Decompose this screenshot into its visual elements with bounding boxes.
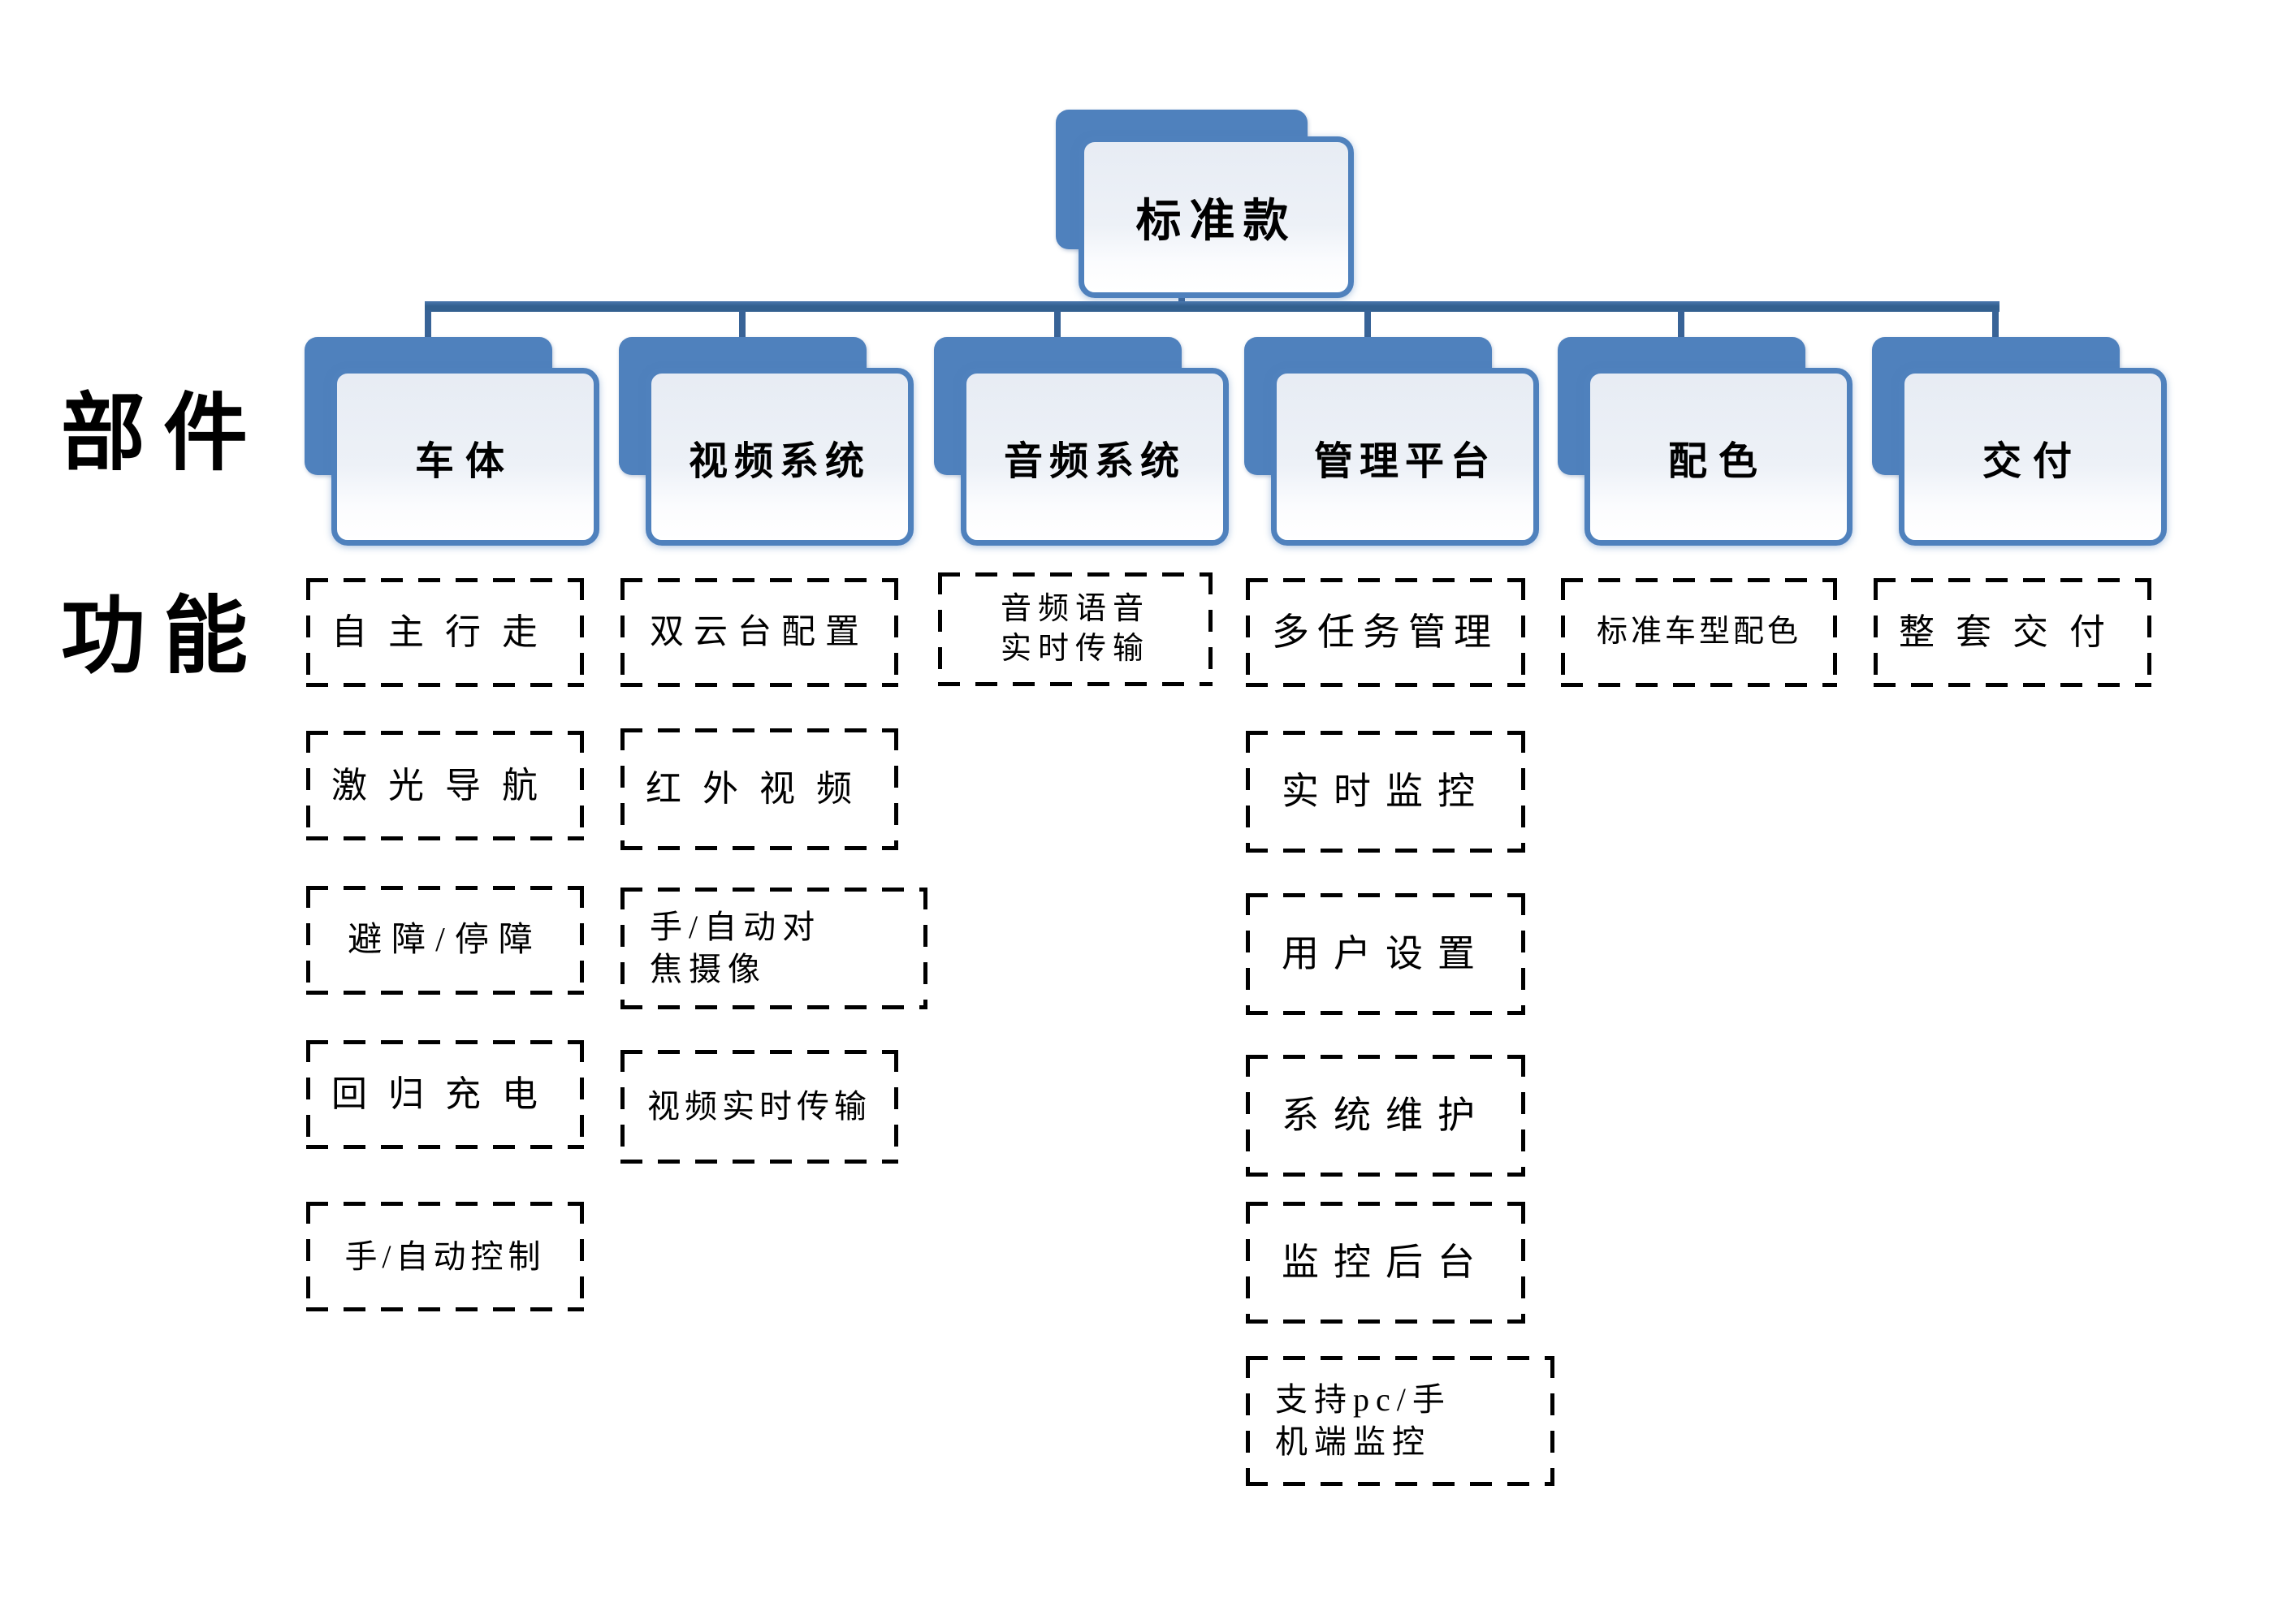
function-label: 多任务管理 xyxy=(1272,611,1499,654)
node-body-box: 车体 xyxy=(331,368,599,546)
function-box-system-maintenance: 系统维护 xyxy=(1246,1055,1525,1177)
function-label: 双云台配置 xyxy=(649,613,869,651)
function-box-pc-mobile-monitoring: 支持pc/手 机端监控 xyxy=(1246,1356,1554,1486)
function-label: 整套交付 xyxy=(1899,612,2126,653)
node-platform-label: 管理平台 xyxy=(1313,439,1496,483)
node-color-box: 配色 xyxy=(1584,368,1852,546)
node-body-label: 车体 xyxy=(414,439,516,483)
node-delivery-label: 交付 xyxy=(1982,439,2083,483)
connector-horizontal-bar xyxy=(425,301,1999,312)
connector-stub-delivery xyxy=(1992,310,1999,352)
node-video-system: 视频系统 xyxy=(619,337,914,546)
node-root: 标准款 xyxy=(1056,110,1397,298)
function-box-realtime-monitoring: 实时监控 xyxy=(1246,731,1525,853)
function-box-infrared-video: 红外视频 xyxy=(620,728,898,850)
function-label: 标准车型配色 xyxy=(1596,615,1801,650)
node-platform-box: 管理平台 xyxy=(1271,368,1539,546)
function-box-obstacle-avoidance: 避障/停障 xyxy=(306,886,584,995)
connector-stub-color xyxy=(1678,310,1684,352)
node-video-box: 视频系统 xyxy=(646,368,914,546)
node-body: 车体 xyxy=(305,337,599,546)
function-label: 支持pc/手 机端监控 xyxy=(1275,1381,1451,1460)
node-delivery-box: 交付 xyxy=(1899,368,2167,546)
function-label: 音频语音 实时传输 xyxy=(1000,591,1150,666)
node-root-label: 标准款 xyxy=(1135,197,1297,247)
node-audio-system: 音频系统 xyxy=(934,337,1229,546)
function-box-autonomous-walking: 自主行走 xyxy=(306,578,584,687)
function-label: 自主行走 xyxy=(331,612,559,653)
function-label: 监控后台 xyxy=(1282,1242,1489,1284)
node-management-platform: 管理平台 xyxy=(1244,337,1539,546)
function-box-full-set-delivery: 整套交付 xyxy=(1874,578,2151,687)
function-box-dual-gimbal: 双云台配置 xyxy=(620,578,898,687)
function-box-monitoring-backend: 监控后台 xyxy=(1246,1202,1525,1324)
function-box-multitask-management: 多任务管理 xyxy=(1246,578,1525,687)
node-audio-label: 音频系统 xyxy=(1003,439,1186,483)
connector-stub-video xyxy=(739,310,746,352)
function-label: 手/自动控制 xyxy=(344,1237,546,1275)
function-box-laser-navigation: 激光导航 xyxy=(306,731,584,840)
connector-stub-audio xyxy=(1054,310,1061,352)
function-box-user-settings: 用户设置 xyxy=(1246,893,1525,1015)
function-label: 红外视频 xyxy=(646,769,873,810)
node-video-label: 视频系统 xyxy=(688,439,871,483)
function-label: 实时监控 xyxy=(1282,771,1489,813)
node-delivery: 交付 xyxy=(1872,337,2167,546)
node-color-scheme: 配色 xyxy=(1558,337,1852,546)
function-box-video-realtime-transfer: 视频实时传输 xyxy=(620,1050,898,1164)
function-label: 手/自动对 焦摄像 xyxy=(650,909,822,987)
function-box-audio-voice-transfer: 音频语音 实时传输 xyxy=(938,572,1213,686)
function-label: 激光导航 xyxy=(331,765,559,806)
node-audio-box: 音频系统 xyxy=(961,368,1229,546)
function-box-focus-camera: 手/自动对 焦摄像 xyxy=(620,888,927,1009)
function-label: 系统维护 xyxy=(1282,1095,1489,1137)
function-label: 视频实时传输 xyxy=(647,1088,871,1125)
row-label-components: 部件 xyxy=(61,387,266,481)
row-label-functions: 功能 xyxy=(61,590,266,684)
function-label: 用户设置 xyxy=(1282,933,1489,975)
function-box-return-charging: 回归充电 xyxy=(306,1040,584,1149)
node-root-box: 标准款 xyxy=(1079,136,1354,298)
node-color-label: 配色 xyxy=(1667,439,1769,483)
function-box-standard-color: 标准车型配色 xyxy=(1561,578,1837,687)
function-box-manual-auto-control: 手/自动控制 xyxy=(306,1202,584,1311)
function-label: 回归充电 xyxy=(331,1074,559,1115)
connector-stub-body xyxy=(425,310,431,352)
connector-stub-platform xyxy=(1364,310,1371,352)
function-label: 避障/停障 xyxy=(348,921,543,959)
